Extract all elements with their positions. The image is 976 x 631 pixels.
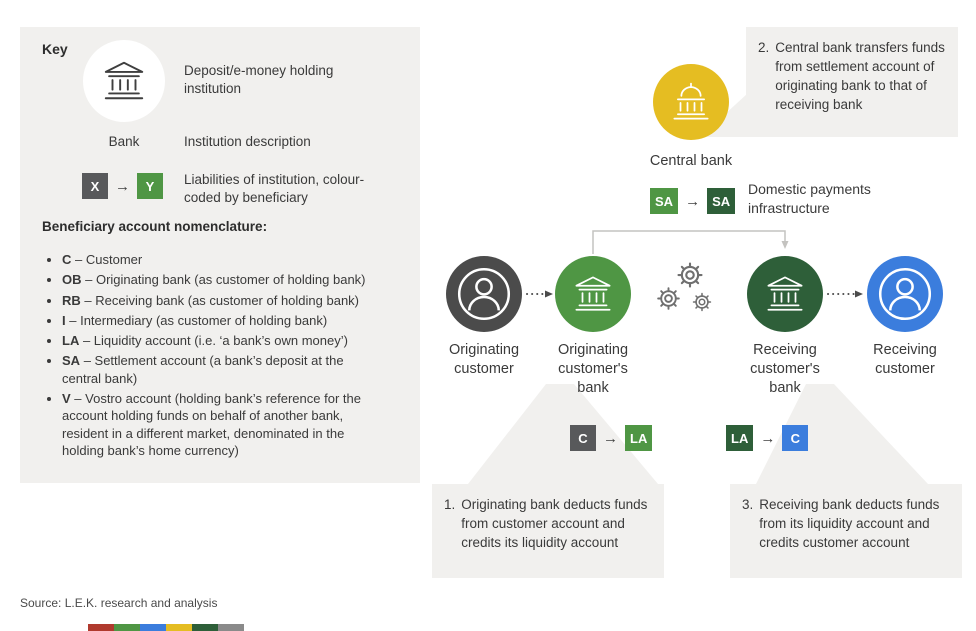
nomenclature-item: V – Vostro account (holding bank’s refer… (62, 390, 384, 459)
nomenclature-abbr: SA (62, 353, 81, 369)
strip-segment (192, 624, 218, 631)
note-1: 1. Originating bank deducts funds from c… (432, 484, 664, 578)
note-number: 3. (742, 497, 754, 512)
bank-legend-circle (83, 40, 165, 122)
liability-to-tag: Y (137, 173, 163, 199)
bank-icon (764, 273, 806, 315)
nomenclature-desc: – Customer (75, 252, 143, 267)
footer-strip (88, 624, 244, 631)
note-number: 1. (444, 497, 456, 512)
payment-processing-gears (655, 260, 727, 330)
receiving-customer-node (867, 256, 943, 332)
strip-segment (218, 624, 244, 631)
originating-bank-label: Originating customer's bank (557, 342, 629, 397)
note-number: 2. (758, 40, 770, 55)
strip-segment (114, 624, 140, 631)
note-text: Originating bank deducts funds from cust… (461, 497, 648, 551)
nomenclature-abbr: LA (62, 333, 80, 349)
receiving-transfer: LA → C (726, 425, 809, 451)
institution-description-label: Institution description (184, 134, 311, 149)
note-2: 2. Central bank transfers funds from set… (746, 27, 958, 137)
nomenclature-desc: – Receiving bank (as customer of holding… (84, 292, 359, 308)
nomenclature-item: OB – Originating bank (as customer of ho… (62, 271, 384, 288)
nomenclature-abbr: V (62, 390, 71, 406)
originating-bank-node (555, 256, 631, 332)
arrow-right-icon: → (603, 429, 618, 447)
originating-customer-node (446, 256, 522, 332)
bank-icon (572, 273, 614, 315)
originating-transfer: C → LA (570, 425, 653, 451)
nomenclature-abbr: OB (62, 272, 82, 288)
receiving-bank-node (747, 256, 823, 332)
sa-to-tag: SA (707, 188, 736, 214)
note-text: Central bank transfers funds from settle… (775, 40, 945, 113)
liability-from-tag: X (82, 173, 108, 199)
person-icon (876, 265, 934, 323)
nomenclature-desc: – Settlement account (a bank’s deposit a… (62, 353, 344, 386)
sa-from-tag: SA (650, 188, 679, 214)
bank-description: Deposit/e-money holding institution (184, 63, 334, 97)
nomenclature-desc: – Vostro account (holding bank’s referen… (62, 390, 361, 458)
note-3: 3. Receiving bank deducts funds from its… (730, 484, 962, 578)
central-bank-label: Central bank (649, 153, 733, 169)
originating-customer-label: Originating customer (448, 342, 520, 378)
gear-icon (655, 285, 682, 312)
nomenclature-title: Beneficiary account nomenclature: (42, 219, 268, 234)
gear-icon (691, 291, 713, 313)
arrow-right-icon: → (685, 192, 701, 210)
settlement-bracket-connector (592, 230, 789, 254)
nomenclature-item: LA – Liquidity account (i.e. ‘a bank’s o… (62, 332, 384, 349)
customer-account-tag: C (570, 425, 596, 451)
infrastructure-label: Domestic payments infrastructure (748, 181, 871, 216)
nomenclature-item: RB – Receiving bank (as customer of hold… (62, 292, 384, 309)
nomenclature-desc: – Originating bank (as customer of holdi… (85, 272, 366, 288)
liability-description: Liabilities of institution, colour-coded… (184, 172, 365, 206)
receiving-bank-label: Receiving customer's bank (750, 342, 820, 397)
nomenclature-item: SA – Settlement account (a bank’s deposi… (62, 352, 384, 387)
arrow-right-icon: → (760, 429, 776, 447)
receiving-customer-label: Receiving customer (873, 342, 937, 378)
liquidity-account-tag: LA (726, 425, 754, 451)
arrow-right-icon: → (115, 177, 130, 195)
nomenclature-desc: – Liquidity account (i.e. ‘a bank’s own … (82, 333, 348, 349)
strip-segment (140, 624, 166, 631)
key-title: Key (42, 41, 68, 57)
nomenclature-item: I – Intermediary (as customer of holding… (62, 312, 384, 329)
customer-account-tag: C (782, 425, 809, 451)
liability-legend: X → Y (82, 173, 163, 199)
liquidity-account-tag: LA (625, 425, 653, 451)
bank-icon (101, 58, 147, 104)
central-bank-node (653, 64, 729, 140)
person-icon (455, 265, 513, 323)
strip-segment (166, 624, 192, 631)
key-panel: Key Deposit/e-money holding institution … (20, 27, 420, 483)
nomenclature-item: C – Customer (62, 251, 384, 268)
note-text: Receiving bank deducts funds from its li… (759, 497, 940, 551)
strip-segment (88, 624, 114, 631)
central-bank-icon (670, 81, 712, 123)
nomenclature-abbr: RB (62, 292, 81, 308)
nomenclature-abbr: C (62, 252, 72, 267)
settlement-transfer: SA → SA (650, 188, 736, 214)
source-attribution: Source: L.E.K. research and analysis (20, 596, 218, 610)
nomenclature-list: C – Customer OB – Originating bank (as c… (44, 251, 384, 462)
nomenclature-abbr: I (62, 312, 66, 328)
nomenclature-desc: – Intermediary (as customer of holding b… (69, 312, 328, 328)
bank-label: Bank (108, 134, 140, 149)
